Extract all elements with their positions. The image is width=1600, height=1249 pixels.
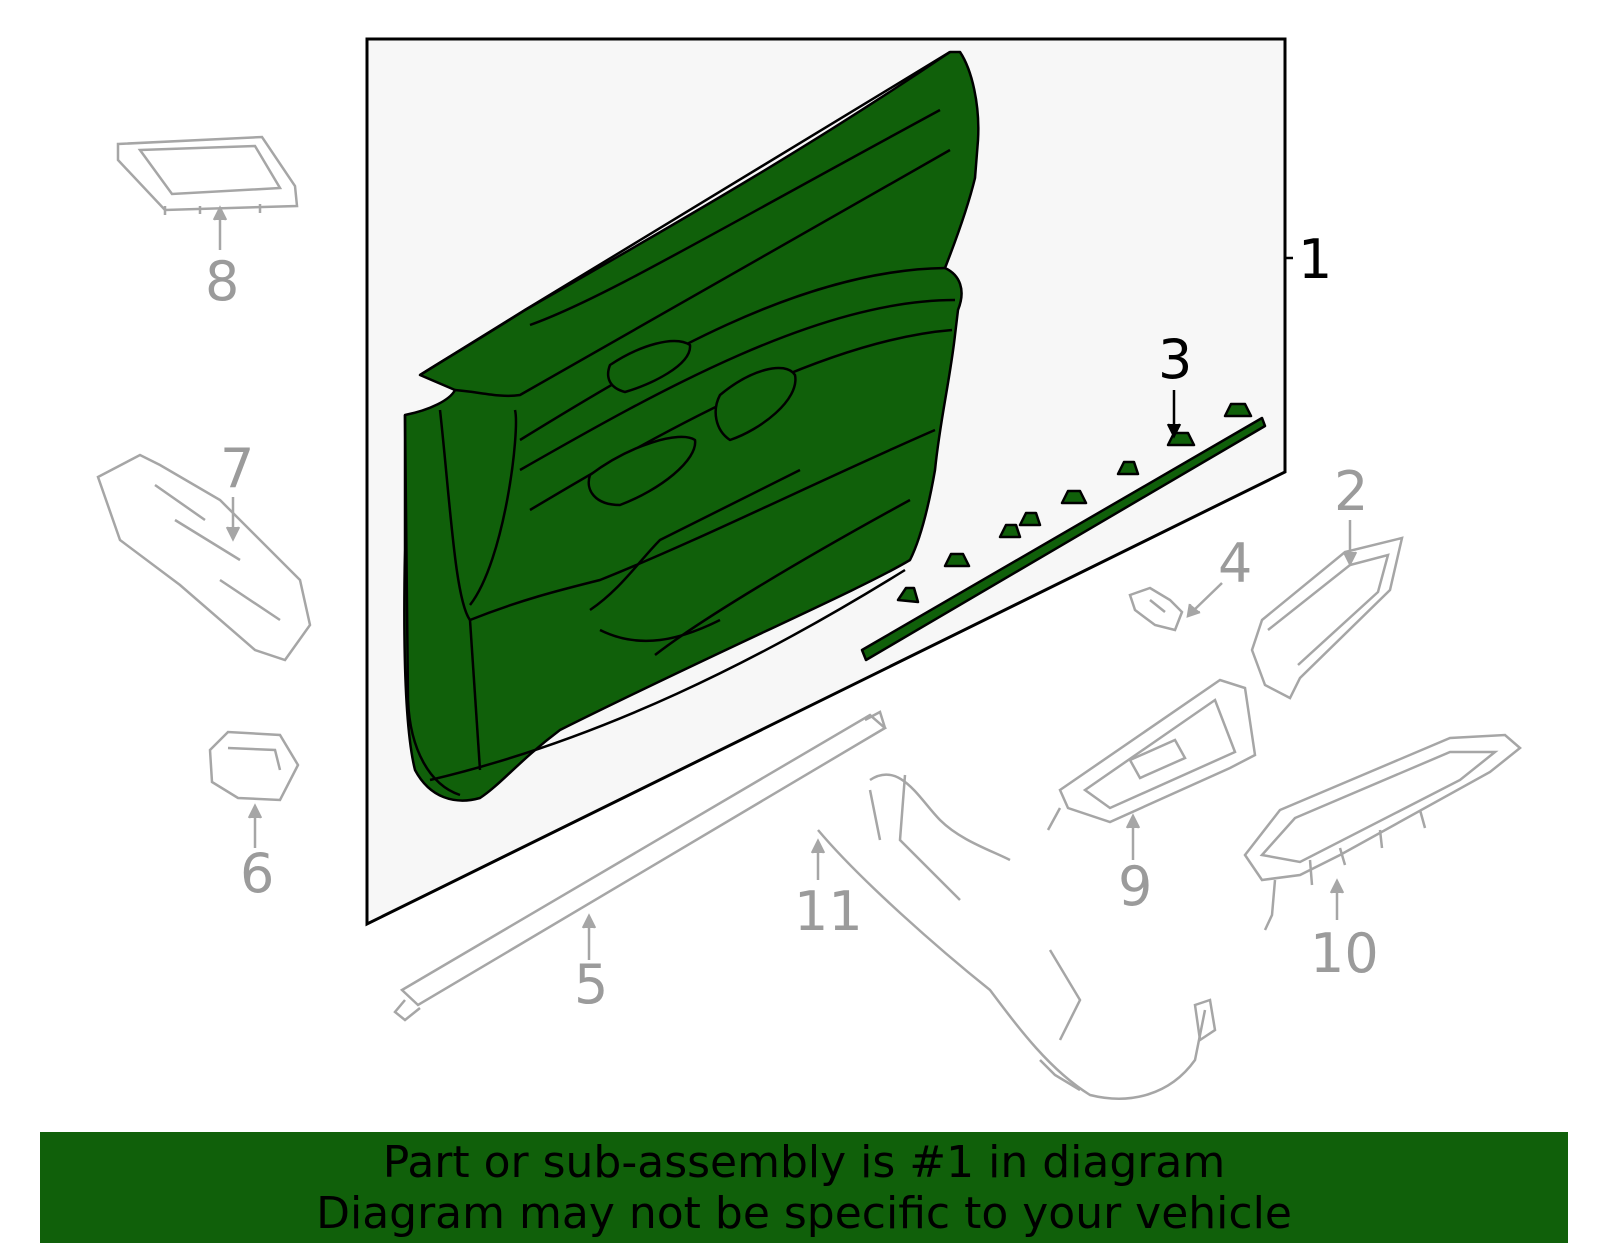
callout-3[interactable]: 3 [1158, 328, 1192, 391]
callout-8[interactable]: 8 [205, 250, 239, 313]
banner-line-disclaimer: Diagram may not be specific to your vehi… [316, 1187, 1292, 1239]
banner-line-part-note: Part or sub-assembly is #1 in diagram [382, 1136, 1226, 1188]
callout-11[interactable]: 11 [794, 880, 863, 943]
part-9-switch-panel[interactable] [1046, 678, 1257, 831]
part-11-wiring-harness[interactable] [817, 773, 1217, 1100]
callout-2[interactable]: 2 [1334, 460, 1368, 523]
door-trim-panel[interactable] [403, 50, 980, 802]
part-5-weatherstrip[interactable] [393, 710, 888, 1022]
info-banner: Part or sub-assembly is #1 in diagram Di… [40, 1132, 1568, 1243]
callout-leaders [212, 205, 1358, 960]
part-2-bezel[interactable] [1250, 536, 1404, 700]
trim-strip-part-3[interactable] [860, 402, 1267, 662]
callout-6[interactable]: 6 [240, 842, 274, 905]
callout-7[interactable]: 7 [220, 437, 254, 500]
part-6-switch[interactable] [208, 730, 300, 802]
callout-5[interactable]: 5 [574, 953, 608, 1016]
callout-4[interactable]: 4 [1218, 532, 1252, 595]
part-4-clip[interactable] [1128, 586, 1184, 632]
callout-1[interactable]: 1 [1298, 228, 1332, 291]
part-7-switch-module[interactable] [96, 453, 312, 662]
callout-10[interactable]: 10 [1310, 922, 1379, 985]
part-10-switch-bezel[interactable] [1243, 733, 1522, 931]
callout-9[interactable]: 9 [1118, 855, 1152, 918]
part-8-grille[interactable] [116, 135, 299, 215]
